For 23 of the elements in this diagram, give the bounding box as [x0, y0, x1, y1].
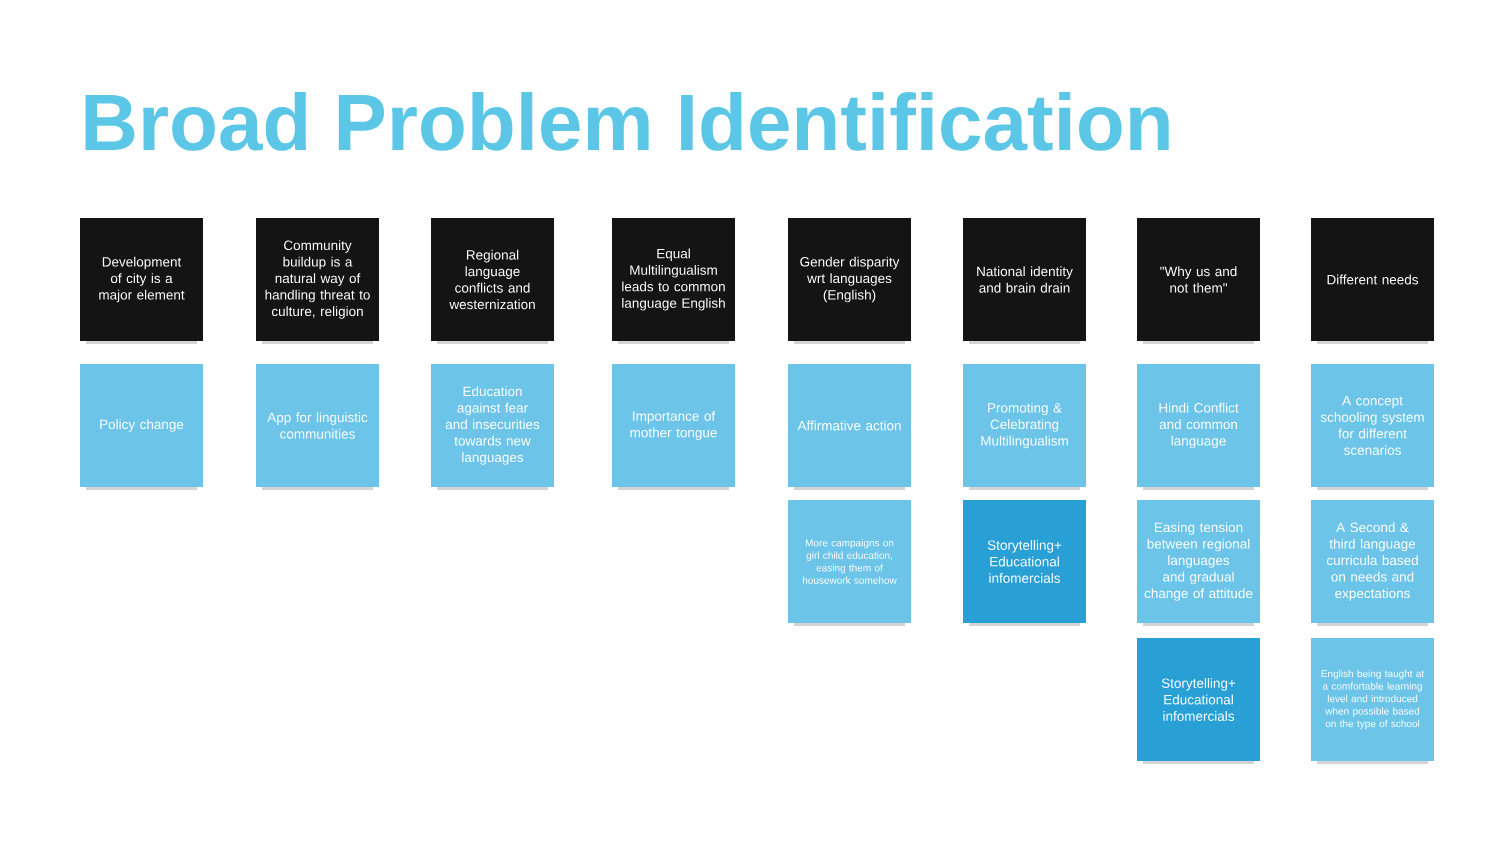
- idea-card: More campaigns on girl child education, easing them of housework somehow: [788, 500, 911, 626]
- idea-card: Education against fear and insecurities towards new languages: [431, 364, 554, 490]
- problem-card: "Why us and not them": [1137, 218, 1260, 344]
- idea-card: Storytelling+ Educational infomercials: [963, 500, 1086, 626]
- problem-card: Different needs: [1311, 218, 1434, 344]
- problem-card: Community buildup is a natural way of handling threat to culture, religion: [256, 218, 379, 344]
- problem-card: Regional language conflicts and westernization: [431, 218, 554, 344]
- problem-card: Gender disparity wrt languages (English): [788, 218, 911, 344]
- problem-card: Development of city is a major element: [80, 218, 203, 344]
- idea-card: A Second & third language curricula based on needs and expectations: [1311, 500, 1434, 626]
- idea-card: Promoting & Celebrating Multilingualism: [963, 364, 1086, 490]
- title: Broad Problem Identification: [85, 92, 1169, 151]
- idea-card: Storytelling+ Educational infomercials: [1137, 638, 1260, 764]
- idea-card: Affirmative action: [788, 364, 911, 490]
- problem-card: Equal Multilingualism leads to common language English: [612, 218, 735, 344]
- idea-card: English being taught at a comfortable learning level and introduced when possible based on the type of school: [1311, 638, 1434, 764]
- idea-card: Importance of mother tongue: [612, 364, 735, 490]
- idea-card: Easing tension between regional languages and gradual change of attitude: [1137, 500, 1260, 626]
- idea-card: Policy change: [80, 364, 203, 490]
- idea-card: A concept schooling system for different scenarios: [1311, 364, 1434, 490]
- problem-card: National identity and brain drain: [963, 218, 1086, 344]
- idea-card: App for linguistic communities: [256, 364, 379, 490]
- idea-card: Hindi Conflict and common language: [1137, 364, 1260, 490]
